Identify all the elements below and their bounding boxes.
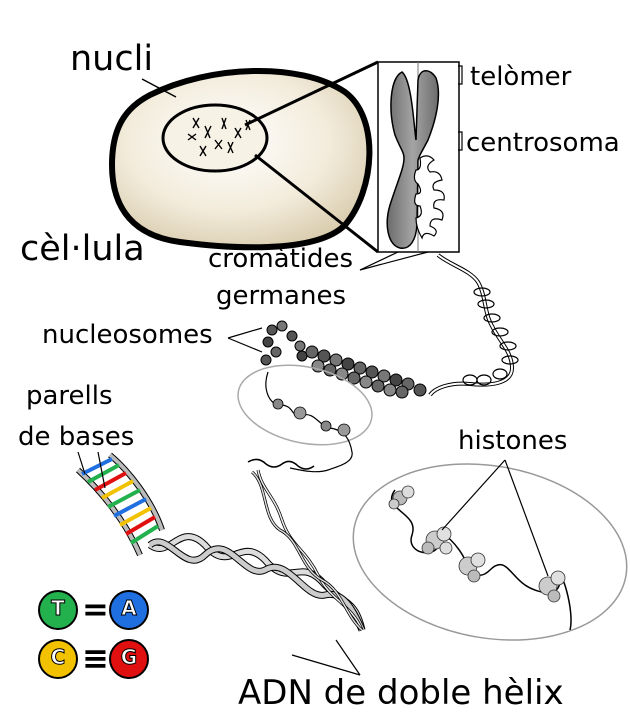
adenine-letter: A [121,596,137,620]
guanine-letter: G [120,645,138,669]
chromosome [386,70,445,249]
ta-bond: = [82,590,109,628]
telomere-label: telòmer [470,62,572,92]
histones-zoom-ellipse [352,463,628,641]
histone-clusters [388,485,566,603]
base-pair-ladder [75,452,165,557]
histones-label: histones [458,426,568,456]
base-pairs-label-line1: parells [26,381,113,411]
nucleosomes-label: nucleosomes [42,320,213,350]
base-pairs-label-line2: de bases [18,422,135,452]
cytosine-letter: C [50,645,66,669]
beads-zoom-ellipse [237,364,373,446]
double-helix [147,469,366,632]
nucleus [161,103,269,173]
nucleus-label: nucli [70,39,154,79]
cell-label: cèl·lula [20,229,145,269]
chromatids-label-line2: germanes [216,281,347,311]
dna-double-helix-label: ADN de doble hèlix [238,673,564,713]
chromatids-label-line1: cromàtides [208,244,354,274]
solenoid-fiber [260,320,427,399]
cg-bond: ≡ [82,639,109,677]
thymine-letter: T [51,596,66,620]
centromere-label: centrosoma [466,128,620,158]
